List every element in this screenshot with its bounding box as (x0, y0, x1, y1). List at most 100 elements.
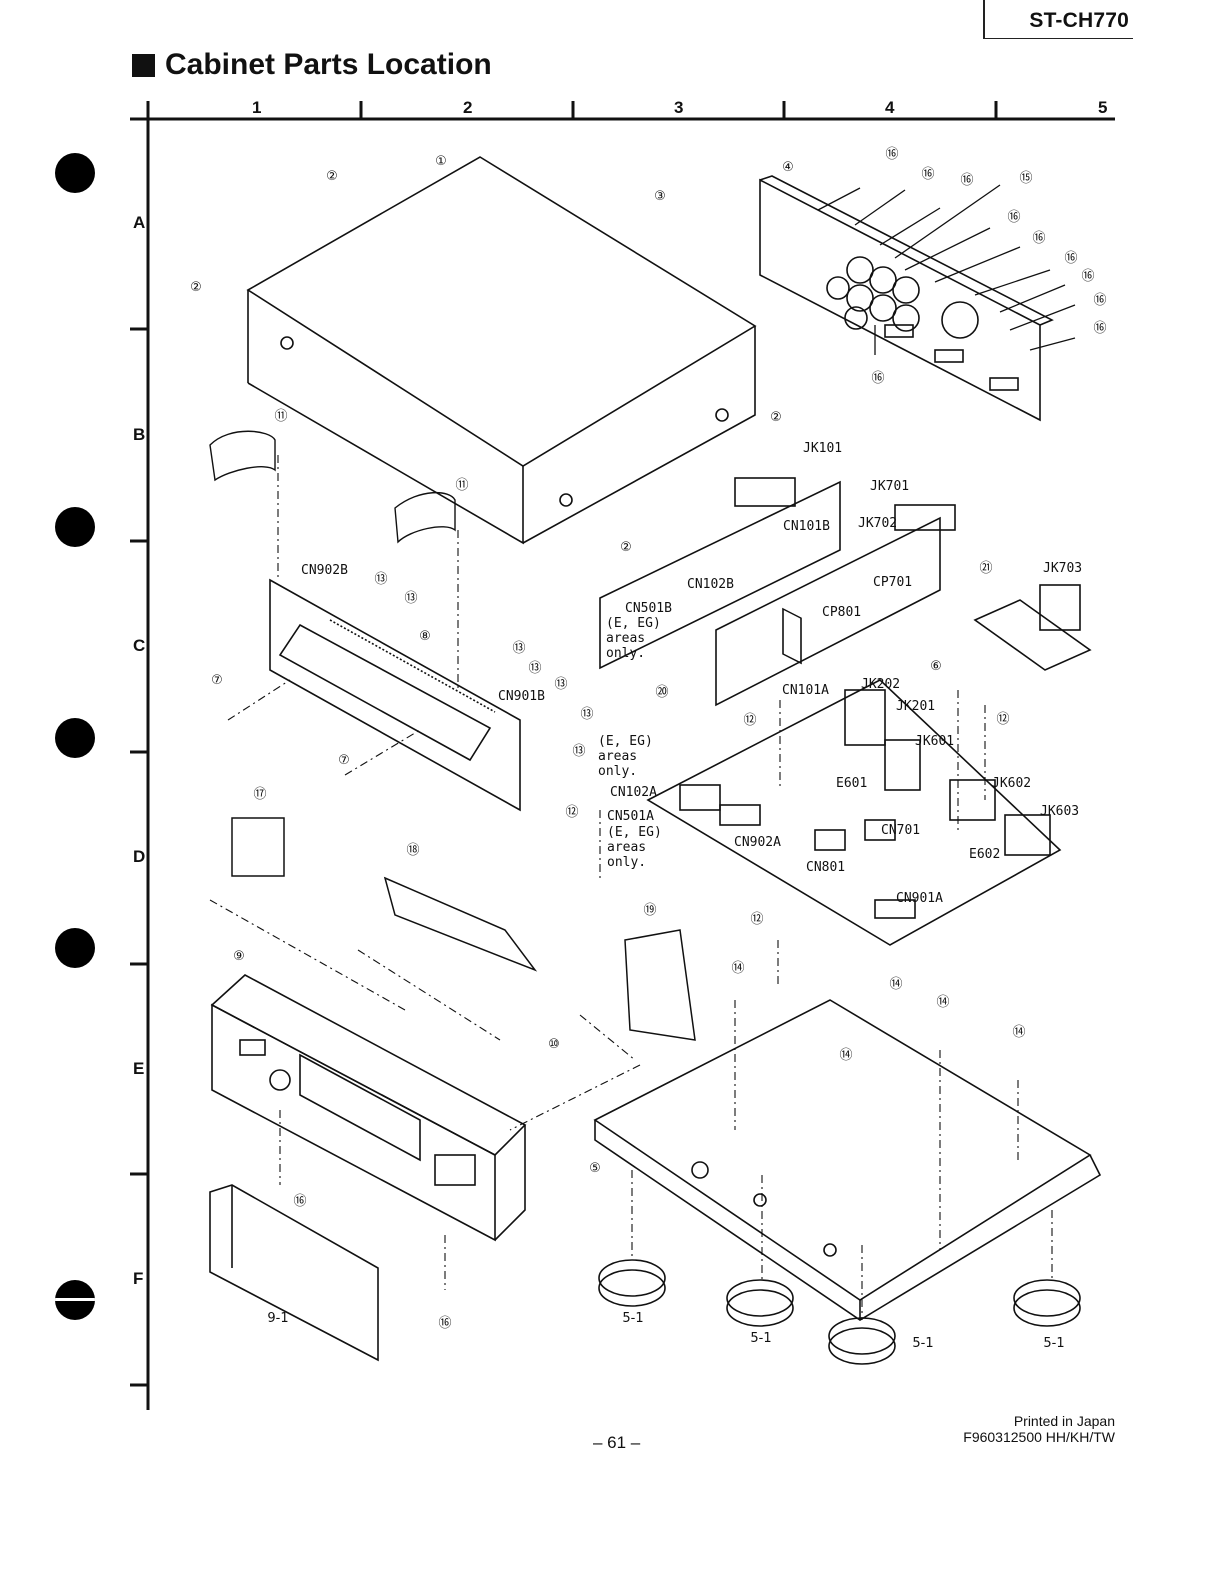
punch-hole-icon (55, 507, 95, 547)
callout-5-1: 5-1 (622, 1311, 643, 1326)
callout-9-1: 9-1 (267, 1311, 288, 1326)
page-title-text: Cabinet Parts Location (165, 48, 492, 81)
callout-13: ⑬ (580, 707, 593, 722)
callout-15: ⑮ (1019, 171, 1032, 186)
label-e602: E602 (969, 847, 1000, 862)
label-jk602: JK602 (992, 776, 1031, 791)
grid-column-1: 1 (252, 98, 262, 117)
callout-16: ⑯ (1093, 293, 1106, 308)
callout-2: ② (770, 410, 782, 425)
label-cn102a: CN102A (610, 785, 657, 800)
callout-2: ② (190, 280, 202, 295)
leader-lines (209, 455, 1053, 1320)
cassette-door (209, 1184, 379, 1362)
callout-20: ⑳ (655, 685, 668, 700)
label-cn902a: CN902A (734, 835, 781, 850)
label-jk702: JK702 (858, 516, 897, 531)
callout-16: ⑯ (871, 371, 884, 386)
label-jk201: JK201 (896, 699, 935, 714)
grid-column-5: 5 (1098, 98, 1108, 117)
top-cover (246, 156, 757, 545)
label-cp701: CP701 (873, 575, 912, 590)
callout-16: ⑯ (1081, 269, 1094, 284)
rear-panel (759, 175, 1054, 665)
callout-13: ⑬ (572, 744, 585, 759)
title-bullet-icon (132, 53, 155, 77)
grid-row-b: B (133, 425, 146, 444)
callout-17: ⑰ (253, 787, 266, 802)
label-cn901a: CN901A (896, 891, 943, 906)
callout-16: ⑯ (293, 1194, 306, 1209)
label-areas-note-1: (E, EG) (598, 734, 653, 749)
callout-16: ⑯ (921, 167, 934, 182)
callout-5-1: 5-1 (750, 1331, 771, 1346)
page-number: – 61 – (593, 1433, 641, 1452)
grid-row-c: C (133, 636, 146, 655)
label-jk603: JK603 (1040, 804, 1079, 819)
callout-3: ③ (654, 189, 666, 204)
label-jk703: JK703 (1043, 561, 1082, 576)
punch-hole-icon (55, 153, 95, 193)
reference-labels: JK101 JK701 JK702 JK703 CN101B CN102B CN… (301, 441, 1082, 906)
callout-10: ⑩ (548, 1037, 560, 1052)
callout-16: ⑯ (1032, 231, 1045, 246)
callout-13: ⑬ (374, 572, 387, 587)
grid-row-e: E (133, 1059, 145, 1078)
label-jk101: JK101 (803, 441, 842, 456)
label-e601: E601 (836, 776, 867, 791)
callout-14: ⑭ (731, 961, 744, 976)
label-areas-note-3: only. (606, 646, 645, 661)
callout-21: ㉑ (979, 561, 992, 576)
grid-row-f: F (133, 1269, 144, 1288)
label-areas-note-3: only. (607, 855, 646, 870)
label-cn501b: CN501B (625, 601, 672, 616)
input-pcb (599, 477, 841, 670)
label-cn902b: CN902B (301, 563, 348, 578)
jk703-board (973, 584, 1092, 671)
callout-7: ⑦ (338, 753, 350, 768)
callout-2: ② (620, 540, 632, 555)
label-cn801: CN801 (806, 860, 845, 875)
rear-screws (817, 184, 1076, 355)
callout-14: ⑭ (1012, 1025, 1025, 1040)
document-code: F960312500 HH/KH/TW (963, 1429, 1115, 1445)
callout-13: ⑬ (554, 677, 567, 692)
label-areas-note-3: only. (598, 764, 637, 779)
jack-pcb (715, 504, 956, 707)
model-box: ST-CH770 (983, 0, 1133, 39)
callout-11: ⑪ (274, 409, 287, 424)
flat-cables (209, 430, 456, 544)
grid-column-3: 3 (674, 98, 684, 117)
callout-6: ⑥ (930, 659, 942, 674)
grid-row-d: D (133, 847, 146, 866)
callout-5: ⑤ (589, 1161, 601, 1176)
callout-16: ⑯ (438, 1316, 451, 1331)
callout-8: ⑧ (419, 629, 431, 644)
callout-19: ⑲ (643, 903, 656, 918)
grid-column-4: 4 (885, 98, 895, 117)
callout-14: ⑭ (936, 995, 949, 1010)
callout-13: ⑬ (404, 591, 417, 606)
label-areas-note-2: areas (607, 840, 646, 855)
grid-row-a: A (133, 213, 146, 232)
label-cn901b: CN901B (498, 689, 545, 704)
model-number: ST-CH770 (1029, 9, 1129, 32)
feet (598, 1259, 1081, 1365)
grid-column-2: 2 (463, 98, 473, 117)
chassis (593, 999, 1102, 1321)
label-cp801: CP801 (822, 605, 861, 620)
callout-16: ⑯ (960, 173, 973, 188)
switch-blocks (231, 817, 696, 1041)
callout-11: ⑪ (455, 478, 468, 493)
callout-16: ⑯ (885, 147, 898, 162)
display-board (269, 578, 521, 812)
callout-7: ⑦ (211, 673, 223, 688)
callout-1: ① (435, 154, 447, 169)
label-jk701: JK701 (870, 479, 909, 494)
callout-13: ⑬ (528, 661, 541, 676)
label-cn101a: CN101A (782, 683, 829, 698)
grid-frame (130, 101, 1115, 1410)
label-areas-note-2: areas (606, 631, 645, 646)
callout-18: ⑱ (406, 843, 419, 858)
